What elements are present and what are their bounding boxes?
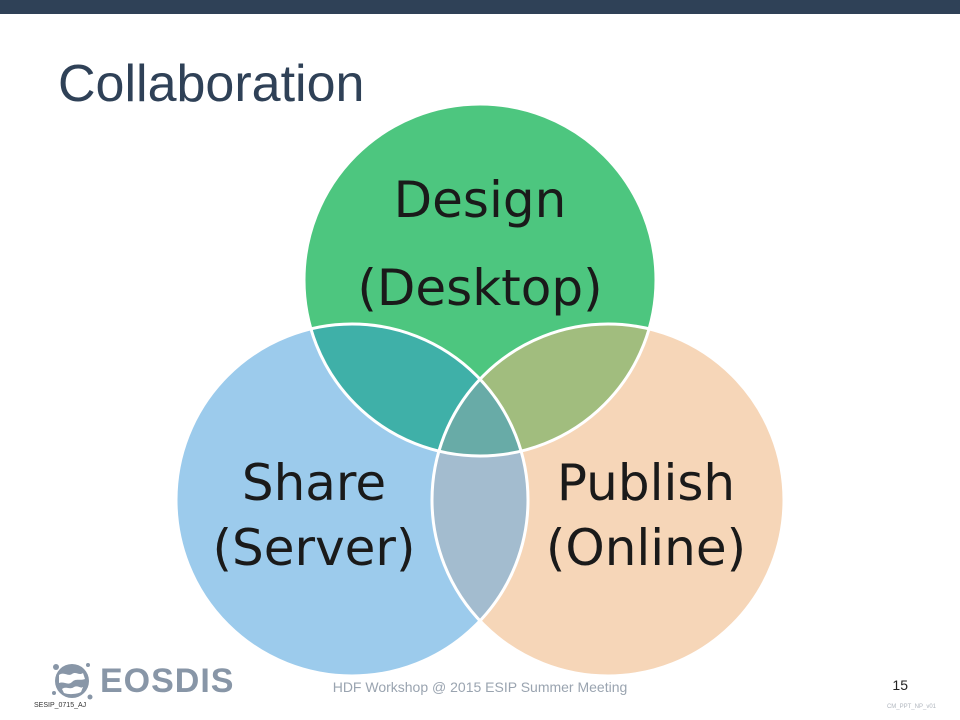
top-bar (0, 0, 960, 14)
publish-sublabel: (Online) (546, 519, 746, 577)
venn-outline-share (174, 322, 530, 678)
share-label: Share (242, 454, 386, 512)
venn-overlap-design-share (304, 324, 528, 456)
globe-icon (52, 663, 93, 700)
venn-outline-publish (430, 322, 786, 678)
eosdis-logo: EOSDIS (50, 656, 234, 706)
footer-right-code: CM_PPT_NP_v01 (886, 704, 936, 710)
venn-outline-design (302, 102, 658, 458)
design-sublabel: (Desktop) (357, 259, 602, 317)
slide-title: Collaboration (58, 55, 365, 113)
design-label: Design (394, 171, 567, 229)
footer-center-text: HDF Workshop @ 2015 ESIP Summer Meeting (332, 679, 628, 695)
logo-text: EOSDIS (100, 661, 235, 700)
venn-overlap-design-publish (432, 324, 656, 456)
publish-label: Publish (557, 454, 735, 512)
share-sublabel: (Server) (213, 519, 416, 577)
footer-left-code: SESIP_0715_AJ (34, 702, 87, 709)
page-number: 15 (892, 677, 908, 693)
